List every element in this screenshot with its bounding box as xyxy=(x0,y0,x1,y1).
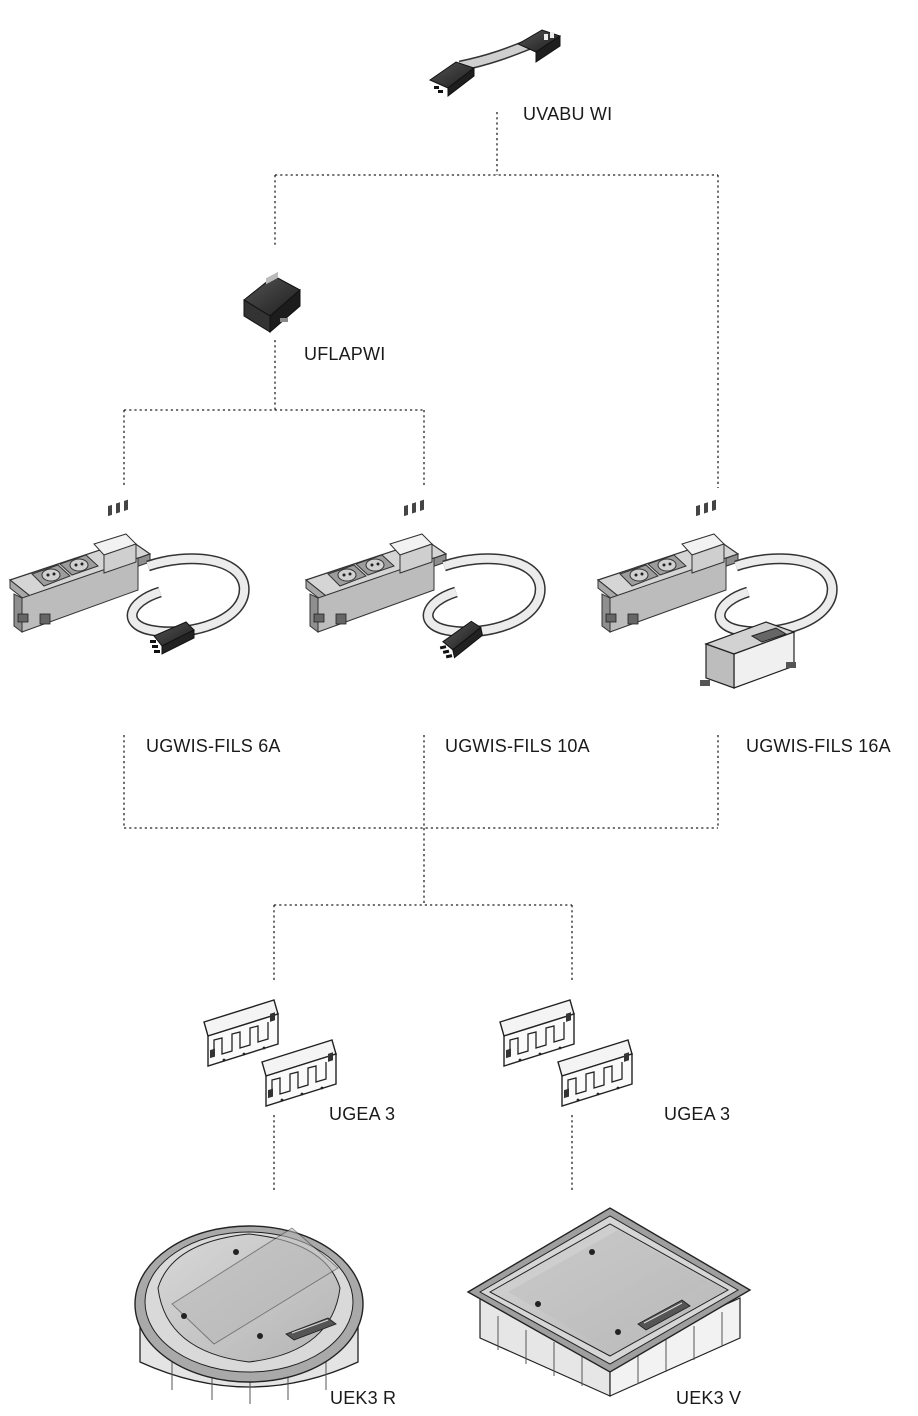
uek3v-product-image xyxy=(468,1208,750,1396)
ugea-left-label: UGEA 3 xyxy=(329,1104,395,1125)
ugwis16-product-image xyxy=(598,500,832,688)
ugea-right-label: UGEA 3 xyxy=(664,1104,730,1125)
ugwis16-label: UGWIS-FILS 16A xyxy=(746,736,891,757)
ugea-right-product-image xyxy=(500,1000,632,1106)
uvabu-product-image xyxy=(430,30,560,96)
ugwis10-product-image xyxy=(306,500,540,660)
ugea-left-product-image xyxy=(204,1000,336,1106)
uek3r-product-image xyxy=(135,1226,363,1404)
uek3r-label: UEK3 R xyxy=(330,1388,396,1409)
uflap-label: UFLAPWI xyxy=(304,344,385,365)
uek3v-label: UEK3 V xyxy=(676,1388,741,1409)
ugwis6-product-image xyxy=(10,500,244,654)
ugwis6-label: UGWIS-FILS 6A xyxy=(146,736,281,757)
uvabu-label: UVABU WI xyxy=(523,104,612,125)
uflap-product-image xyxy=(244,272,300,332)
ugwis10-label: UGWIS-FILS 10A xyxy=(445,736,590,757)
